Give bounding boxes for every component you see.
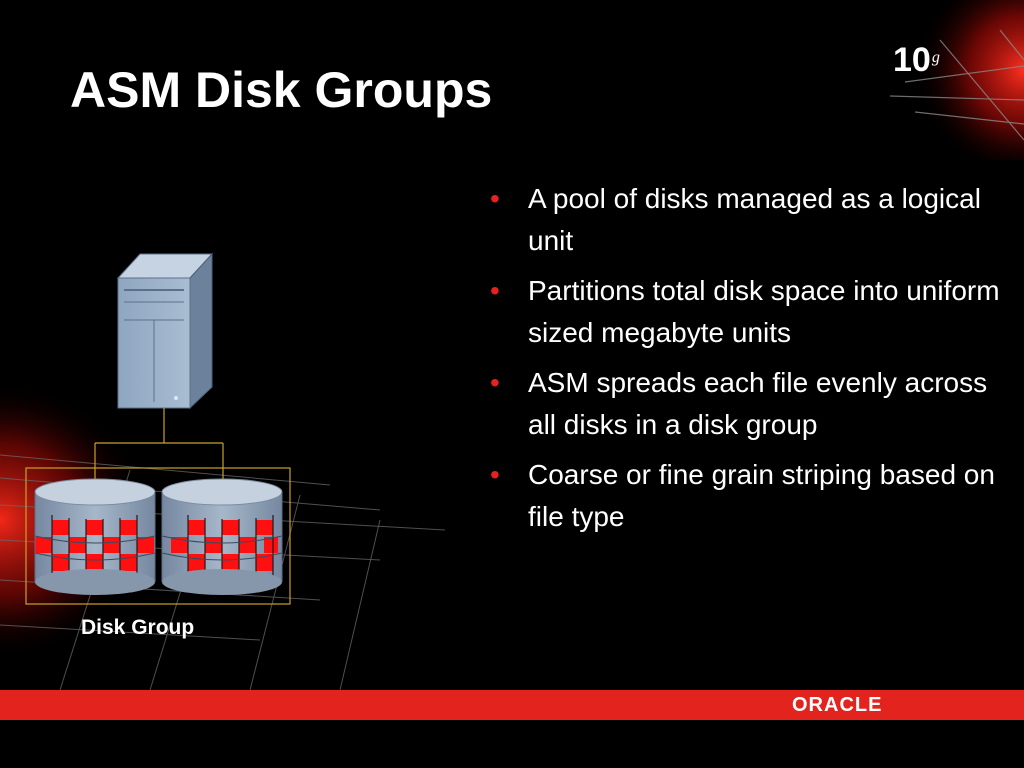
bullet-item: • ASM spreads each file evenly across all…	[490, 362, 1000, 446]
bullet-dot-icon: •	[490, 183, 500, 214]
disk-icon	[161, 478, 283, 595]
bullet-dot-icon: •	[490, 459, 500, 490]
oracle-logo: ORACLE	[792, 694, 883, 716]
bullet-item: • Partitions total disk space into unifor…	[490, 270, 1000, 354]
server-icon	[116, 252, 214, 410]
version-logo: 10g	[893, 40, 940, 80]
bullet-item: • Coarse or fine grain striping based on …	[490, 454, 1000, 538]
bullet-dot-icon: •	[490, 367, 500, 398]
slide-title: ASM Disk Groups	[70, 62, 493, 118]
bullet-text: Coarse or fine grain striping based on f…	[528, 459, 995, 532]
bullet-text: ASM spreads each file evenly across all …	[528, 367, 988, 440]
disk-icon	[34, 478, 156, 595]
bullet-list: • A pool of disks managed as a logical un…	[490, 178, 1000, 546]
version-number: 10	[893, 41, 931, 79]
bullet-item: • A pool of disks managed as a logical un…	[490, 178, 1000, 262]
disk-group-frame	[25, 467, 291, 605]
footer-band	[0, 690, 1024, 720]
bullet-dot-icon: •	[490, 275, 500, 306]
diagram-caption: Disk Group	[81, 616, 195, 639]
connector-lines	[94, 408, 224, 482]
version-superscript: g	[931, 49, 940, 66]
corner-grid	[889, 29, 1024, 141]
bullet-text: Partitions total disk space into uniform…	[528, 275, 1000, 348]
bullet-text: A pool of disks managed as a logical uni…	[528, 183, 981, 256]
